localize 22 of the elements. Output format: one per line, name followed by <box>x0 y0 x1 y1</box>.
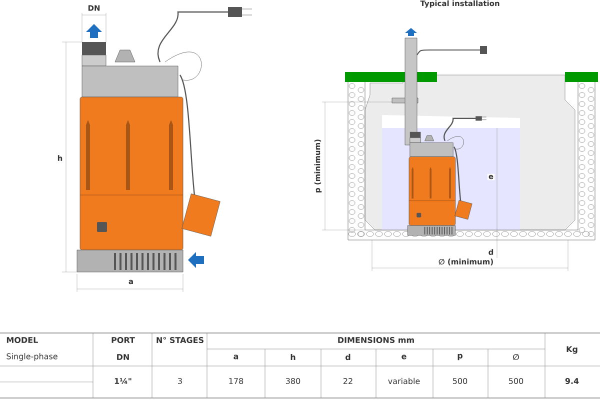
table-header: Kg <box>566 346 578 354</box>
table-header: N° STAGES <box>156 336 204 344</box>
table-header: d <box>346 354 350 360</box>
table-header: e <box>402 354 406 360</box>
table-cell: 9.4 <box>565 378 579 384</box>
table-header: DN <box>117 354 129 360</box>
table-header: MODEL <box>6 336 38 344</box>
table-cell: 22 <box>344 378 352 384</box>
table-header: p <box>458 354 462 360</box>
table-cell: 3 <box>178 378 182 384</box>
table-cell: 500 <box>452 378 468 384</box>
table-header: PORT <box>112 336 135 344</box>
table-header: DIMENSIONS mm <box>338 336 414 344</box>
table-header: h <box>290 354 296 360</box>
table-cell: 1¼" <box>114 378 132 384</box>
table-cell: 178 <box>229 378 244 384</box>
table-cell: variable <box>388 378 420 384</box>
table-cell: 380 <box>286 378 300 384</box>
table-header: a <box>234 354 238 360</box>
table-header: ∅ <box>512 354 520 360</box>
table-cell: 500 <box>508 378 524 384</box>
table-header: Single-phase <box>6 353 58 361</box>
